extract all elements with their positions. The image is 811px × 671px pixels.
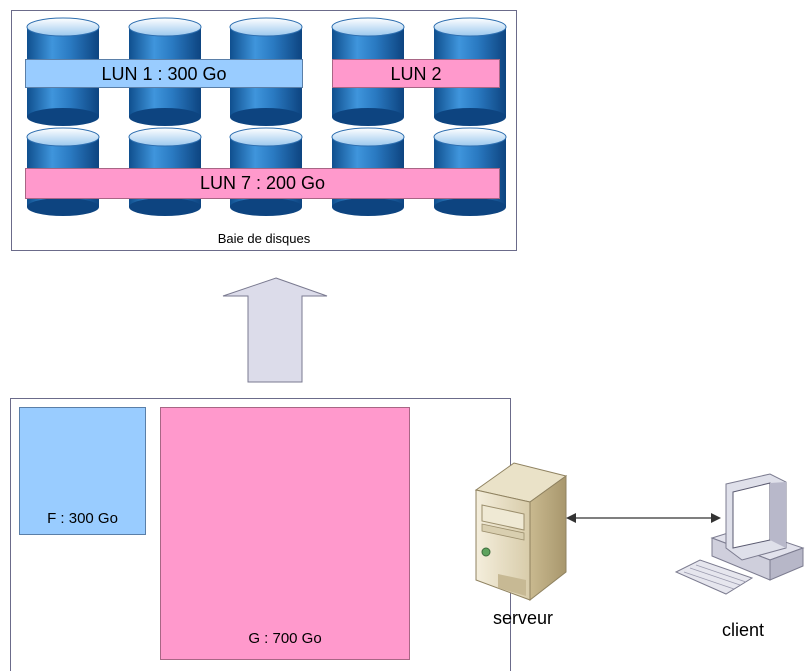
volume-g: [160, 407, 410, 660]
client-label: client: [721, 620, 765, 640]
server-label: serveur: [492, 608, 554, 628]
lun-2-label: LUN 2: [390, 64, 442, 84]
lun-1-bar: [25, 59, 303, 88]
up-arrow-icon: [222, 277, 328, 383]
lun-7-bar: [25, 168, 500, 199]
lun-1-label: LUN 1 : 300 Go: [101, 64, 227, 84]
connection-arrow: [566, 513, 721, 523]
volume-f: [19, 407, 146, 535]
volume-f-label: F : 300 Go: [47, 510, 118, 527]
volume-g-label: G : 700 Go: [248, 630, 322, 647]
disk-array-caption: Baie de disques: [217, 231, 311, 246]
disk-icon: [26, 17, 100, 126]
lun-2-bar: [332, 59, 500, 88]
client-computer-icon: [674, 473, 805, 595]
server-icon: [474, 462, 568, 602]
lun-7-label: LUN 7 : 200 Go: [199, 173, 326, 193]
